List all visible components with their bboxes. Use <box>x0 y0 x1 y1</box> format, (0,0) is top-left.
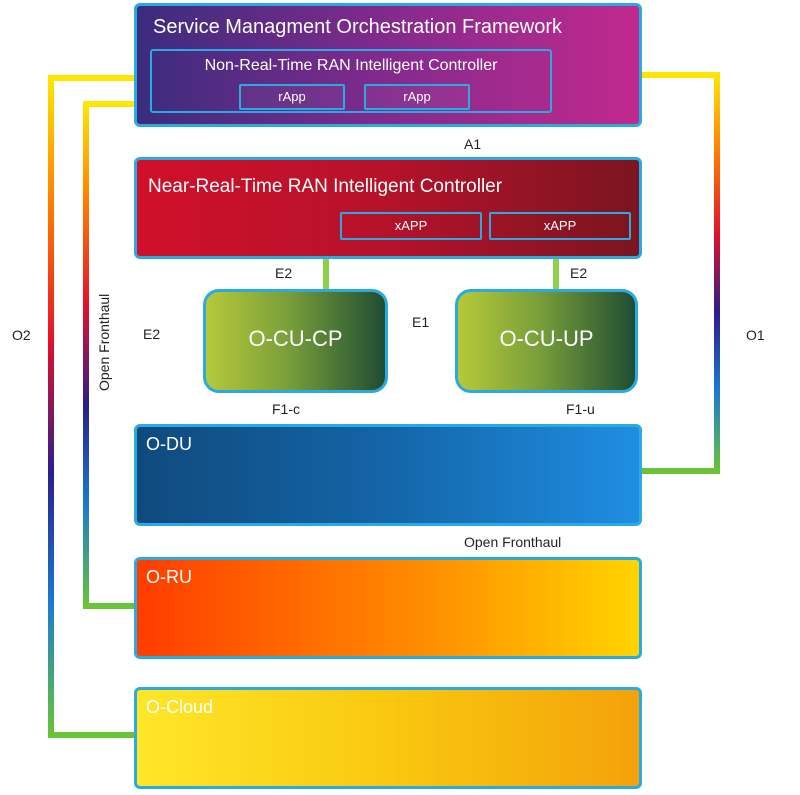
non-rt-ric-box: Non-Real-Time RAN Intelligent Controller… <box>150 49 552 113</box>
o-cu-cp-box: O-CU-CP <box>203 289 388 393</box>
e2-du-label: E2 <box>143 326 161 342</box>
o-ru-title: O-RU <box>146 567 192 587</box>
o1-label: O1 <box>746 327 765 343</box>
rapp-box: rApp <box>239 84 345 110</box>
smo-title: Service Managment Orchestration Framewor… <box>153 16 563 38</box>
f1c-label: F1-c <box>272 401 300 417</box>
o-cu-cp-title: O-CU-CP <box>248 326 343 351</box>
xapp-box: xAPP <box>489 212 631 240</box>
o-du-box: O-DU <box>134 424 642 526</box>
f1u-label: F1-u <box>566 401 595 417</box>
a1-label: A1 <box>464 136 482 152</box>
fronthaul-side-line <box>83 101 136 609</box>
fronthaul-side-label: Open Fronthaul <box>96 293 112 391</box>
o-cloud-title: O-Cloud <box>146 697 214 717</box>
o-cloud-box: O-Cloud <box>134 687 642 789</box>
fronthaul-du-ru-label: Open Fronthaul <box>464 534 562 550</box>
rapp-box: rApp <box>364 84 470 110</box>
o2-label: O2 <box>12 327 31 343</box>
o-du-title: O-DU <box>146 434 192 454</box>
o-ru-box: O-RU <box>134 557 642 659</box>
near-rt-ric-box: Near-Real-Time RAN Intelligent Controlle… <box>134 157 642 259</box>
non-rt-ric-title: Non-Real-Time RAN Intelligent Controller <box>204 57 498 74</box>
xapp-box: xAPP <box>340 212 482 240</box>
o-cu-up-title: O-CU-UP <box>499 326 594 351</box>
near-rt-ric-title: Near-Real-Time RAN Intelligent Controlle… <box>148 176 503 197</box>
smo-box: Service Managment Orchestration Framewor… <box>134 3 642 127</box>
e2-cp-label: E2 <box>275 265 293 281</box>
o2-line <box>48 75 136 738</box>
e2-up-label: E2 <box>570 265 588 281</box>
o1-line <box>642 72 720 474</box>
e1-label: E1 <box>412 314 430 330</box>
o-cu-up-box: O-CU-UP <box>455 289 638 393</box>
